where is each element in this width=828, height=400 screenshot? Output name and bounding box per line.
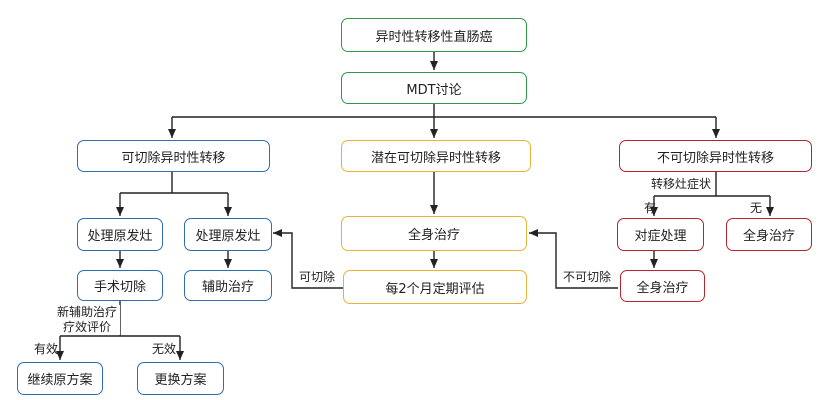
label-neoadjuvant-eval: 新辅助治疗 疗效评价 bbox=[54, 305, 120, 335]
node-right-systemic-bottom-label: 全身治疗 bbox=[636, 280, 689, 296]
node-left-primary-1: 处理原发灶 bbox=[77, 218, 163, 251]
node-left-primary-2-label: 处理原发灶 bbox=[195, 229, 261, 244]
node-unresectable-label: 不可切除异时性转移 bbox=[656, 150, 774, 166]
node-potentially-resectable: 潜在可切除异时性转移 bbox=[341, 140, 531, 172]
node-potentially-resectable-label: 潜在可切除异时性转移 bbox=[370, 150, 501, 166]
node-left-primary-1-label: 处理原发灶 bbox=[87, 229, 153, 244]
node-continue-plan: 继续原方案 bbox=[17, 362, 103, 395]
node-left-primary-2: 处理原发灶 bbox=[184, 218, 272, 251]
label-has: 有 bbox=[644, 201, 657, 215]
node-root-label: 异时性转移性直肠癌 bbox=[375, 29, 493, 45]
node-symptomatic: 对症处理 bbox=[617, 218, 704, 251]
node-assessment: 每2个月定期评估 bbox=[343, 270, 527, 304]
node-middle-systemic: 全身治疗 bbox=[341, 216, 527, 251]
node-adjuvant-label: 辅助治疗 bbox=[201, 280, 254, 295]
node-right-systemic-bottom: 全身治疗 bbox=[620, 270, 705, 302]
label-ineffective: 无效 bbox=[152, 342, 177, 356]
node-unresectable: 不可切除异时性转移 bbox=[619, 140, 812, 172]
node-assessment-label: 每2个月定期评估 bbox=[385, 281, 485, 297]
label-resectable-back: 可切除 bbox=[299, 270, 336, 285]
label-metastatic-symptoms: 转移灶症状 bbox=[649, 177, 714, 192]
arrow-assessment-to-primary2 bbox=[273, 229, 345, 289]
node-change-plan: 更换方案 bbox=[137, 362, 224, 395]
node-resectable-label: 可切除异时性转移 bbox=[121, 150, 226, 166]
label-unresectable-back: 不可切除 bbox=[563, 270, 612, 285]
label-none: 无 bbox=[750, 201, 763, 215]
node-symptomatic-label: 对症处理 bbox=[634, 229, 687, 244]
node-resectable: 可切除异时性转移 bbox=[77, 140, 270, 172]
node-right-systemic-top-label: 全身治疗 bbox=[742, 229, 795, 244]
node-right-systemic-top: 全身治疗 bbox=[726, 218, 812, 251]
arrow-right-systemic-to-middle-systemic bbox=[529, 229, 618, 289]
node-change-plan-label: 更换方案 bbox=[154, 373, 207, 388]
label-effective: 有效 bbox=[34, 342, 59, 356]
node-continue-plan-label: 继续原方案 bbox=[27, 373, 93, 388]
node-surgery: 手术切除 bbox=[77, 270, 163, 301]
node-mdt: MDT讨论 bbox=[341, 72, 527, 104]
label-neoadjuvant-eval-line2: 疗效评价 bbox=[62, 320, 111, 334]
node-middle-systemic-label: 全身治疗 bbox=[407, 228, 460, 243]
node-surgery-label: 手术切除 bbox=[93, 280, 146, 295]
label-neoadjuvant-eval-line1: 新辅助治疗 bbox=[56, 305, 117, 319]
node-mdt-label: MDT讨论 bbox=[406, 82, 462, 98]
node-root: 异时性转移性直肠癌 bbox=[341, 18, 527, 52]
node-adjuvant: 辅助治疗 bbox=[184, 270, 272, 301]
